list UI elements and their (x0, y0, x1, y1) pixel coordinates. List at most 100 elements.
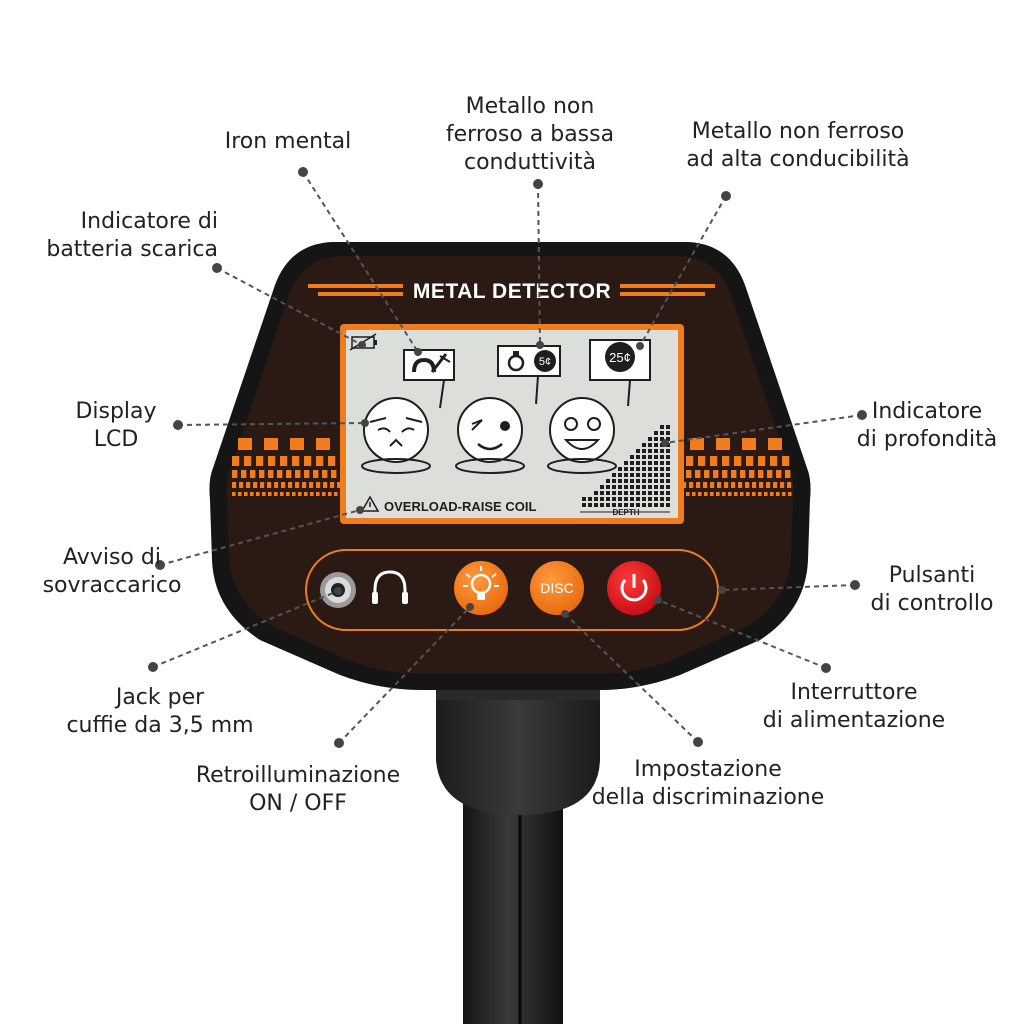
depth-dot (636, 473, 640, 477)
leader-dot (173, 420, 183, 430)
decor-block (232, 470, 238, 478)
depth-dot (648, 491, 652, 495)
depth-label: DEPTH (612, 508, 639, 517)
decor-block (710, 492, 714, 496)
depth-dot (654, 473, 658, 477)
coin-25-label: 25¢ (609, 350, 631, 365)
backlight-button[interactable] (454, 561, 508, 615)
decor-block (253, 482, 258, 488)
depth-dot (666, 479, 670, 483)
iron-target-sign (403, 349, 455, 409)
depth-dot (618, 503, 622, 507)
happy-face-icon (547, 397, 617, 474)
decor-block (309, 482, 314, 488)
decor-block (758, 456, 766, 466)
depth-dot (648, 443, 652, 447)
depth-dot (630, 455, 634, 459)
decor-block (239, 482, 244, 488)
depth-dot (648, 479, 652, 483)
depth-dot (612, 503, 616, 507)
depth-dot (630, 479, 634, 483)
depth-dot (648, 461, 652, 465)
depth-dot (618, 491, 622, 495)
decor-block (260, 482, 265, 488)
decor-block (250, 492, 254, 496)
decor-block (290, 438, 304, 450)
depth-dot (666, 455, 670, 459)
depth-dot (642, 443, 646, 447)
depth-dot (582, 497, 586, 501)
decor-block (330, 482, 335, 488)
depth-dot (642, 467, 646, 471)
depth-dot (624, 485, 628, 489)
decor-block (264, 438, 278, 450)
panel-header: METAL DETECTOR (308, 280, 715, 303)
lcd-display: 5¢ 25¢ (340, 324, 684, 524)
decor-block (710, 482, 715, 488)
depth-dot (642, 479, 646, 483)
depth-dot (648, 467, 652, 471)
depth-dot (618, 485, 622, 489)
left-decor-pattern (232, 438, 342, 496)
decor-block (331, 470, 337, 478)
decor-block (238, 492, 242, 496)
decor-block (740, 492, 744, 496)
decor-block (310, 492, 314, 496)
depth-dot (630, 467, 634, 471)
leader-dot (533, 179, 543, 189)
decor-block (716, 438, 730, 450)
depth-dot (642, 455, 646, 459)
depth-dot (624, 497, 628, 501)
depth-dot (624, 503, 628, 507)
depth-dot (642, 497, 646, 501)
label-low-nonferrous: Metallo non ferroso a bassa conduttività (418, 93, 642, 177)
depth-dot (588, 497, 592, 501)
leader-dot (414, 348, 422, 356)
depth-dot (636, 461, 640, 465)
depth-dot (630, 491, 634, 495)
right-decor-pattern (682, 438, 792, 496)
decor-block (686, 470, 692, 478)
depth-dot (636, 449, 640, 453)
decor-block (692, 492, 696, 496)
decor-block (328, 456, 336, 466)
depth-dot (660, 425, 664, 429)
label-buttons-line-1: Pulsanti (888, 563, 976, 588)
depth-dot (612, 473, 616, 477)
label-overload-line-1: Avviso di (63, 545, 161, 570)
depth-dot (630, 461, 634, 465)
depth-dot (642, 503, 646, 507)
decor-block (268, 492, 272, 496)
decor-block (334, 492, 338, 496)
depth-dot (666, 503, 670, 507)
decor-block (316, 438, 330, 450)
decor-block (288, 482, 293, 488)
label-low-nonferrous-line-1: Metallo non (465, 94, 595, 119)
power-button[interactable] (607, 561, 661, 615)
sad-face-icon (361, 397, 431, 474)
decor-block (776, 492, 780, 496)
depth-dot (630, 485, 634, 489)
leader-line (721, 584, 856, 591)
decor-block (722, 456, 730, 466)
decor-block (768, 438, 782, 450)
label-jack: Jack per cuffie da 3,5 mm (50, 684, 270, 740)
depth-dot (642, 461, 646, 465)
leader-dot (358, 341, 366, 349)
depth-dot (660, 485, 664, 489)
leader-line (564, 613, 699, 743)
depth-dot (648, 485, 652, 489)
decor-block (682, 482, 687, 488)
label-low-nonferrous-line-3: conduttività (463, 150, 596, 175)
leader-dot (561, 610, 569, 618)
disc-button[interactable]: DISC (530, 561, 584, 615)
depth-dot (654, 443, 658, 447)
depth-dot (666, 425, 670, 429)
label-disc-line-1: Impostazione (634, 757, 782, 782)
decor-block (752, 492, 756, 496)
depth-dot (666, 497, 670, 501)
decor-block (780, 482, 785, 488)
depth-dot (660, 467, 664, 471)
disc-button-label: DISC (540, 580, 573, 596)
